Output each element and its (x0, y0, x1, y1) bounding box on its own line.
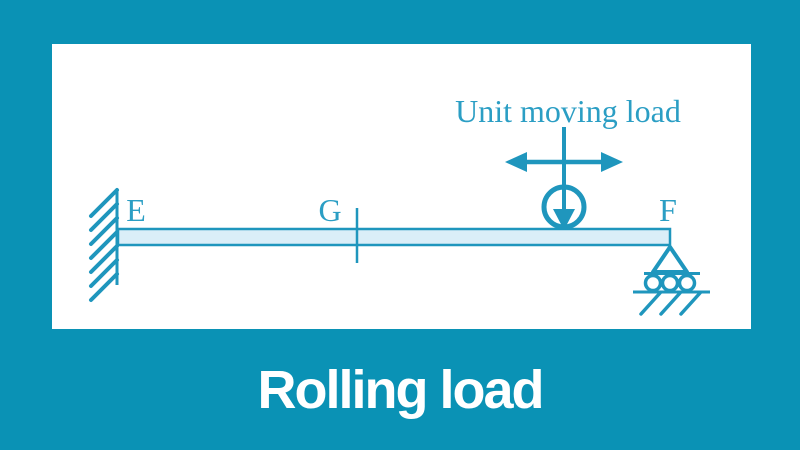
page-title: Rolling load (257, 359, 545, 420)
label-point-g: G (318, 192, 341, 228)
diagram-card: E G F Unit moving load (52, 44, 751, 329)
fixed-support-icon (89, 188, 119, 302)
label-point-f: F (659, 192, 677, 228)
moving-load-arrow-icon (505, 127, 623, 230)
beam (116, 227, 672, 247)
roller-support-icon (633, 245, 710, 316)
label-point-e: E (126, 192, 146, 228)
load-label: Unit moving load (455, 93, 681, 129)
beam-diagram: E G F Unit moving load (89, 93, 710, 316)
title-band: Rolling load (0, 329, 800, 450)
